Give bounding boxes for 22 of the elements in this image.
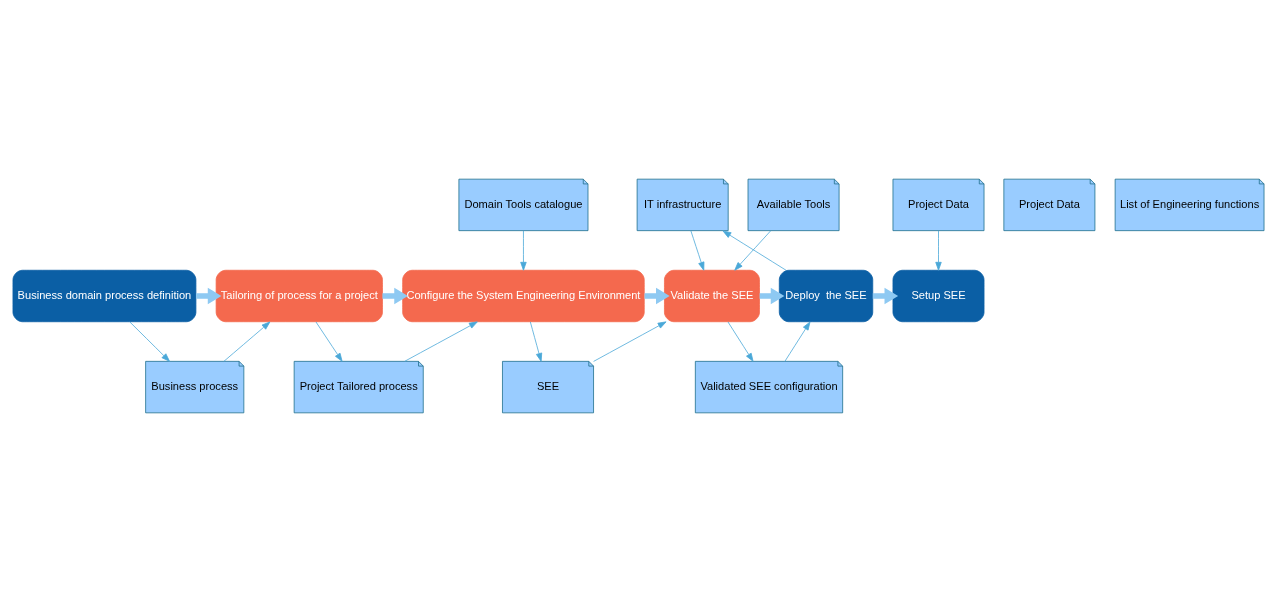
arrow — [722, 230, 787, 271]
arrow — [872, 287, 899, 305]
arrow — [196, 287, 222, 305]
node-box: Business domain process definition — [12, 269, 197, 323]
arrow — [520, 230, 527, 271]
arrow — [315, 321, 343, 362]
arrow — [129, 321, 170, 362]
arrow — [529, 321, 543, 362]
node-box: Setup SEE — [892, 269, 985, 323]
arrow — [727, 321, 754, 362]
arrow — [593, 321, 667, 362]
node-box: Tailoring of process for a project — [215, 269, 383, 323]
arrow — [690, 230, 705, 271]
node-box: Deploy the SEE — [778, 269, 874, 323]
arrow — [734, 230, 771, 271]
arrow — [382, 287, 408, 305]
node-box: Configure the System Engineering Environment — [402, 269, 645, 323]
node-box: Validate the SEE — [664, 269, 760, 323]
arrow — [404, 321, 478, 362]
arrow — [784, 321, 811, 362]
arrow — [223, 321, 271, 362]
arrow — [935, 230, 942, 271]
